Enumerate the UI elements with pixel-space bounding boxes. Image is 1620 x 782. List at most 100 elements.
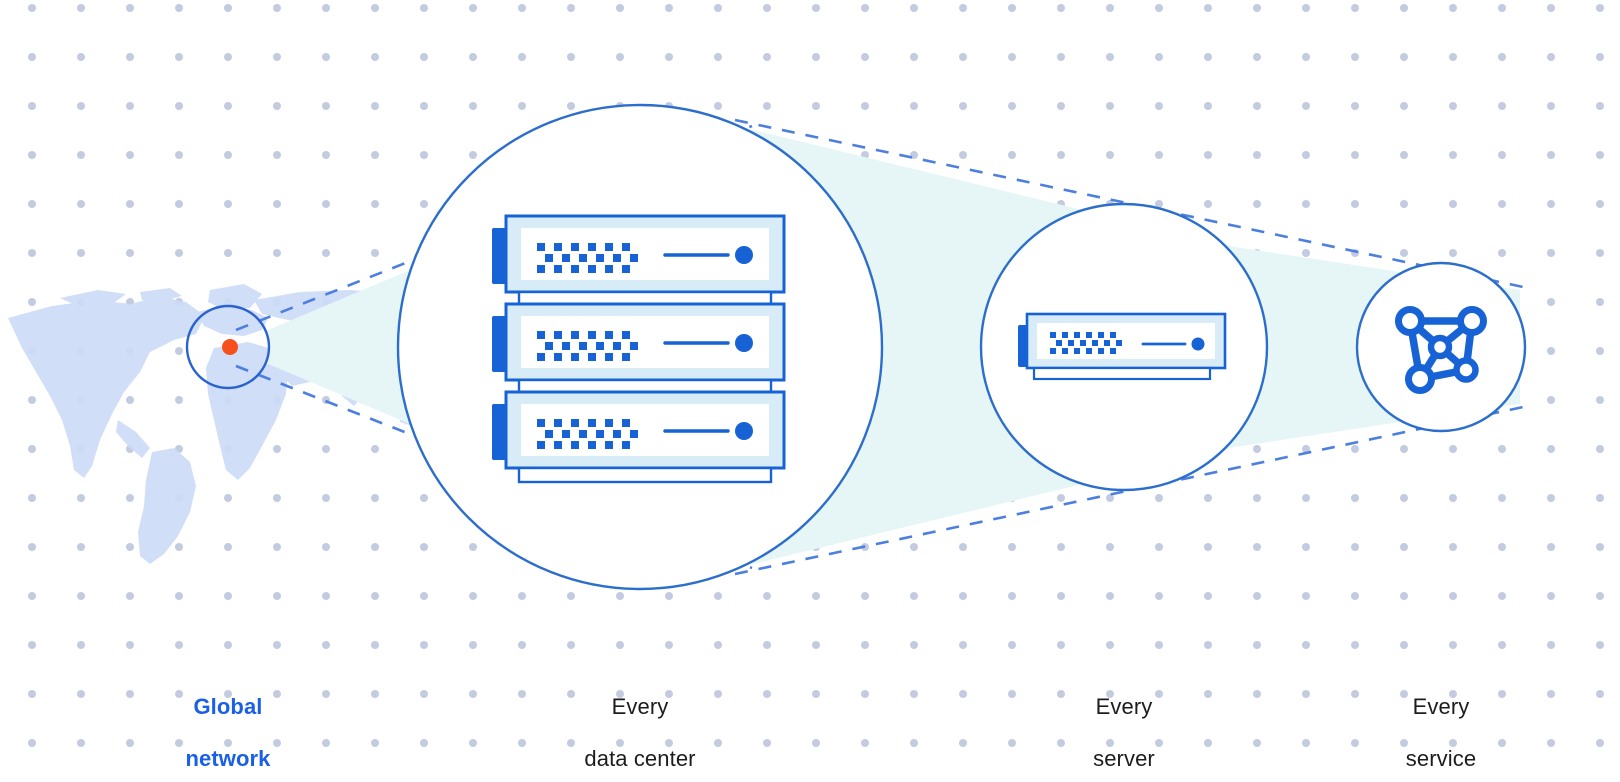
grid-dot [1400,543,1408,551]
node-bottom-left [1405,364,1435,394]
server-unit-2 [492,302,786,382]
grid-dot [469,102,477,110]
grid-dot [959,690,967,698]
label-line-1: Every [1412,694,1470,719]
label-every-data-center: Every data center [520,668,760,782]
grid-dot [1204,641,1212,649]
grid-dot [616,641,624,649]
grid-dot [1449,200,1457,208]
label-line-2: data center [584,746,696,771]
grid-dot [371,494,379,502]
grid-dot [1302,249,1310,257]
grid-dot [28,200,36,208]
grid-dot [224,543,232,551]
grid-dot [1008,53,1016,61]
grid-dot [910,4,918,12]
grid-dot [28,641,36,649]
grid-dot [1106,739,1114,747]
grid-dot [1204,739,1212,747]
grid-dot [420,739,428,747]
grid-dot [273,641,281,649]
grid-dot [1400,592,1408,600]
grid-dot [1596,102,1604,110]
grid-dot [273,592,281,600]
grid-dot [1204,151,1212,159]
grid-dot [126,641,134,649]
grid-dot [861,641,869,649]
grid-dot [77,53,85,61]
grid-dot [224,494,232,502]
grid-dot [1155,592,1163,600]
grid-dot [1498,592,1506,600]
grid-dot [1400,739,1408,747]
grid-dot [959,53,967,61]
grid-dot [1106,543,1114,551]
grid-dot [1400,53,1408,61]
grid-dot [1253,53,1261,61]
stage-circle-global-network[interactable] [185,304,271,390]
grid-dot [1596,543,1604,551]
grid-dot [1204,200,1212,208]
grid-dot [273,690,281,698]
grid-dot [1547,249,1555,257]
grid-dot [812,102,820,110]
grid-dot [1057,102,1065,110]
grid-dot [322,4,330,12]
grid-dot [1106,53,1114,61]
grid-dot [126,102,134,110]
grid-dot [1449,641,1457,649]
grid-dot [714,53,722,61]
grid-dot [126,4,134,12]
node-center [1427,334,1453,360]
grid-dot [28,543,36,551]
label-line-1: Every [611,694,669,719]
grid-dot [420,592,428,600]
grid-dot [1106,592,1114,600]
grid-dot [1057,4,1065,12]
grid-dot [1547,543,1555,551]
grid-dot [371,249,379,257]
grid-dot [1253,739,1261,747]
grid-dot [518,641,526,649]
grid-dot [273,494,281,502]
grid-dot [763,53,771,61]
grid-dot [371,641,379,649]
grid-dot [1449,249,1457,257]
dashed-lower-right [734,404,1529,576]
grid-dot [1400,641,1408,649]
grid-dot [567,4,575,12]
grid-dot [1057,53,1065,61]
grid-dot [126,249,134,257]
grid-dot [1449,151,1457,159]
grid-dot [763,690,771,698]
grid-dot [763,739,771,747]
grid-dot [1351,690,1359,698]
grid-dot [175,53,183,61]
grid-dot [1400,102,1408,110]
grid-dot [175,690,183,698]
grid-dot [273,151,281,159]
grid-dot [1302,543,1310,551]
grid-dot [322,53,330,61]
grid-dot [1449,53,1457,61]
grid-dot [1155,739,1163,747]
grid-dot [28,690,36,698]
grid-dot [1302,200,1310,208]
grid-dot [861,4,869,12]
grid-dot [322,543,330,551]
grid-dot [126,396,134,404]
grid-dot [28,102,36,110]
label-line-2: service [1405,746,1477,771]
grid-dot [1351,445,1359,453]
grid-dot [959,151,967,159]
server-rack-icon [492,214,786,484]
grid-dot [1400,690,1408,698]
grid-dot [1400,249,1408,257]
grid-dot [1449,690,1457,698]
grid-dot [371,690,379,698]
grid-dot [616,4,624,12]
grid-dot [126,739,134,747]
grid-dot [322,151,330,159]
